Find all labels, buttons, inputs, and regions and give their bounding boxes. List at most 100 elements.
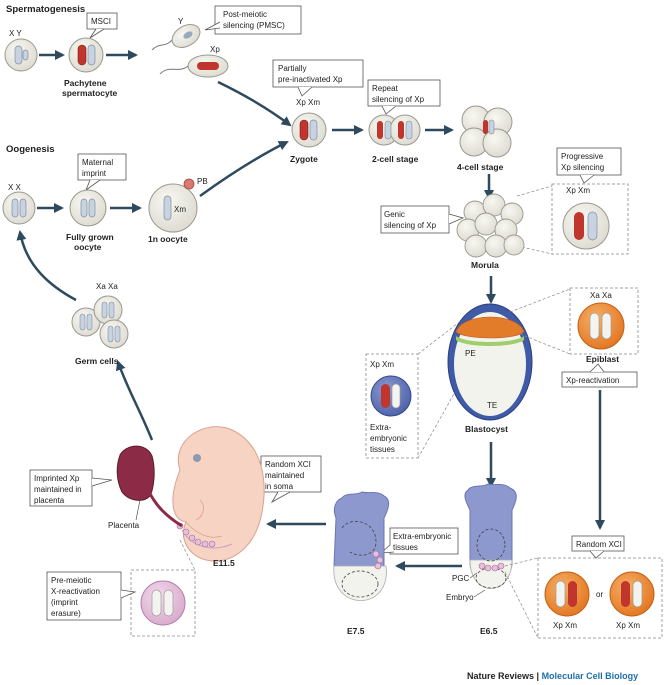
- fully-grown-oocyte: [69, 189, 107, 227]
- 1n-oocyte-cell: [148, 178, 198, 233]
- genic-label-1: Genic: [384, 210, 405, 219]
- xpxm-left-label: Xp Xm: [553, 621, 577, 630]
- e11.5-pgcs: [176, 522, 216, 548]
- random-soma-label-3: in soma: [265, 482, 294, 491]
- arrow: [115, 360, 154, 441]
- partial-callout: Partially pre-inactivated Xp: [272, 59, 364, 97]
- xx-label: X X: [8, 183, 22, 192]
- blastocyst: [447, 303, 533, 421]
- maternal-imprint-callout: Maternal imprint: [77, 153, 127, 192]
- pmsc-callout: Post-meiotic silencing (PMSC): [204, 5, 302, 35]
- arrow: [16, 230, 77, 302]
- placenta: [116, 445, 183, 528]
- imprinted-label-1: Imprinted Xp: [34, 474, 80, 483]
- premeiotic-callout: Pre-meiotic X-reactivation (imprint eras…: [46, 571, 137, 621]
- morula-chrom-label: Xp Xm: [566, 186, 590, 195]
- e7.5-embryo: [333, 491, 390, 601]
- sperm-y: [151, 24, 201, 51]
- inset-connector: [504, 557, 539, 567]
- spermatogenesis-title: Spermatogenesis: [6, 4, 85, 15]
- arrow: [199, 140, 289, 198]
- epiblast-chrom-label: Xa Xa: [590, 291, 612, 300]
- fully-grown-label-2: oocyte: [74, 242, 102, 252]
- repeat-label-1: Repeat: [372, 84, 399, 93]
- placenta-label: Placenta: [108, 521, 140, 530]
- xx-cell: [2, 191, 36, 225]
- genic-callout: Genic silencing of Xp: [380, 205, 465, 234]
- zygote-chrom-label: Xp Xm: [296, 98, 320, 107]
- partial-label-2: pre-inactivated Xp: [278, 75, 343, 84]
- repeat-label-2: silencing of Xp: [372, 95, 425, 104]
- e11.5-embryo: [172, 426, 265, 562]
- te-label: TE: [487, 401, 497, 410]
- inset-connector: [519, 333, 571, 355]
- e6.5-label: E6.5: [480, 626, 498, 636]
- inset-connector: [509, 288, 571, 313]
- e6.5-embryo: [464, 483, 517, 589]
- maternal-label-2: imprint: [82, 169, 107, 178]
- premeiotic-inset-box: [130, 569, 196, 637]
- e7.5-label: E7.5: [347, 626, 365, 636]
- inset-connector: [417, 319, 463, 355]
- extra-label-2: embryonic: [370, 434, 407, 443]
- zygote-label: Zygote: [290, 154, 318, 164]
- random-xci-cell-left: [544, 571, 590, 617]
- extra-embryonic-inset-box: [365, 353, 419, 459]
- random-soma-label-1: Random XCI: [265, 460, 311, 469]
- imprinted-label-2: maintained in: [34, 485, 82, 494]
- premeiotic-label-2: X-reactivation: [51, 587, 100, 596]
- morula-inset-box: [551, 183, 629, 255]
- germ-cells-label: Germ cells: [75, 356, 119, 366]
- premeiotic-cell: [140, 580, 186, 626]
- extra-tissues-callout: Extra-embryonic tissues: [379, 527, 459, 555]
- 4-cell-label: 4-cell stage: [457, 162, 504, 172]
- premeiotic-label-3: (imprint: [51, 598, 78, 607]
- inset-connector: [504, 571, 539, 639]
- pgc-label: PGC: [452, 574, 470, 583]
- random-soma-label-2: maintained: [265, 471, 304, 480]
- msci-label: MSCI: [91, 17, 111, 26]
- imprinted-label-3: placenta: [34, 496, 65, 505]
- morula-inset-cell: [562, 202, 610, 250]
- pe-label: PE: [465, 349, 476, 358]
- genic-label-2: silencing of Xp: [384, 221, 437, 230]
- pachytene-label-1: Pachytene: [64, 78, 107, 88]
- germ-cells: [71, 295, 129, 349]
- maternal-label-1: Maternal: [82, 158, 113, 167]
- pointer: [473, 589, 486, 598]
- xy-label: X Y: [9, 29, 22, 38]
- footer-credit: Nature Reviews | Molecular Cell Biology: [467, 671, 638, 681]
- premeiotic-label-4: erasure): [51, 609, 81, 618]
- y-label: Y: [178, 17, 184, 26]
- repeat-callout: Repeat silencing of Xp: [367, 79, 441, 115]
- 1n-oocyte-label: 1n oocyte: [148, 234, 188, 244]
- xp-reactivation-label: Xp-reactivation: [566, 376, 619, 385]
- random-soma-callout: Random XCI maintained in soma: [260, 455, 322, 504]
- pachytene-label-2: spermatocyte: [62, 88, 118, 98]
- xy-cell: [4, 38, 38, 72]
- random-xci-inset-box: [537, 557, 663, 639]
- extra-tissues-label-1: Extra-embryonic: [393, 532, 451, 541]
- msci-callout: MSCI: [86, 12, 118, 39]
- fully-grown-label-1: Fully grown: [66, 232, 114, 242]
- pointer: [469, 572, 478, 579]
- blastocyst-label: Blastocyst: [465, 424, 508, 434]
- pmsc-label-1: Post-meiotic: [223, 10, 267, 19]
- footer-journal: Nature Reviews: [467, 671, 534, 681]
- morula: [456, 193, 525, 258]
- zygote-cell: [291, 112, 327, 148]
- inset-connector: [516, 185, 553, 197]
- epiblast-inset-box: [569, 287, 639, 355]
- extra-embryonic-cell: [370, 375, 412, 417]
- premeiotic-label-1: Pre-meiotic: [51, 576, 91, 585]
- imprinted-callout: Imprinted Xp maintained in placenta: [29, 469, 113, 507]
- embryo-label: Embryo: [446, 593, 474, 602]
- pb-label: PB: [197, 177, 208, 186]
- epiblast-label: Epiblast: [586, 354, 619, 364]
- random-xci-label: Random XCI: [576, 540, 622, 549]
- e11.5-label: E11.5: [213, 558, 235, 568]
- pointer: [135, 499, 141, 521]
- footer-section: Molecular Cell Biology: [542, 671, 639, 681]
- random-xci-callout: Random XCI: [571, 535, 625, 559]
- xm-label: Xm: [174, 205, 186, 214]
